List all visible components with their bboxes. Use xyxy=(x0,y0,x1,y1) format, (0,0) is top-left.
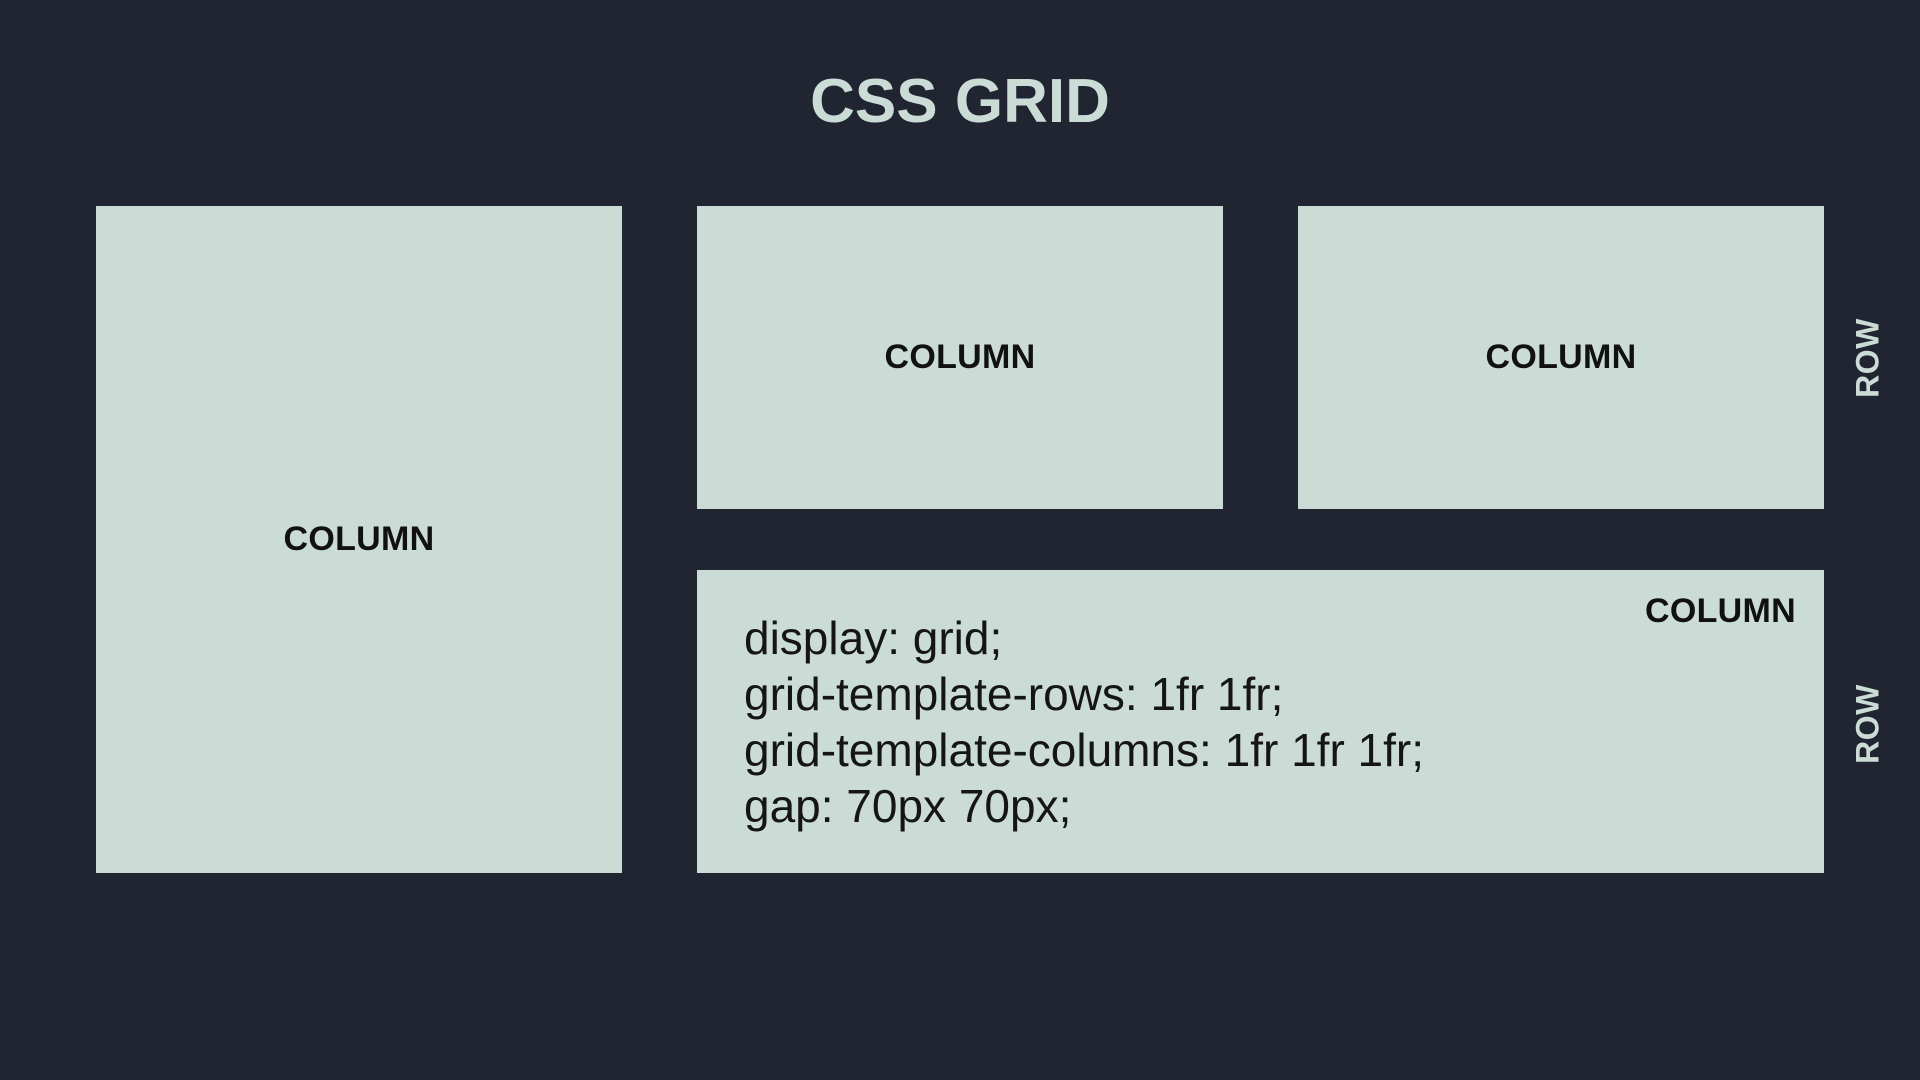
grid-cell-top-middle: COLUMN xyxy=(697,206,1223,509)
cell-label: COLUMN xyxy=(283,520,435,558)
code-line: display: grid; xyxy=(744,612,1003,664)
code-snippet: display: grid; grid-template-rows: 1fr 1… xyxy=(744,610,1424,834)
code-line: gap: 70px 70px; xyxy=(744,780,1072,832)
grid-cell-tall: COLUMN xyxy=(96,206,622,873)
grid-cell-top-right: COLUMN xyxy=(1298,206,1824,509)
row-label-text: ROW xyxy=(1849,684,1886,764)
cell-label: COLUMN xyxy=(884,338,1036,376)
grid-cell-wide: COLUMN display: grid; grid-template-rows… xyxy=(697,570,1824,873)
code-line: grid-template-rows: 1fr 1fr; xyxy=(744,668,1284,720)
grid-diagram: COLUMN COLUMN COLUMN COLUMN display: gri… xyxy=(96,206,1824,873)
cell-label: COLUMN xyxy=(1485,338,1637,376)
cell-label: COLUMN xyxy=(1645,592,1796,630)
code-line: grid-template-columns: 1fr 1fr 1fr; xyxy=(744,724,1425,776)
row-label-text: ROW xyxy=(1849,318,1886,398)
page-title: CSS GRID xyxy=(810,67,1110,136)
